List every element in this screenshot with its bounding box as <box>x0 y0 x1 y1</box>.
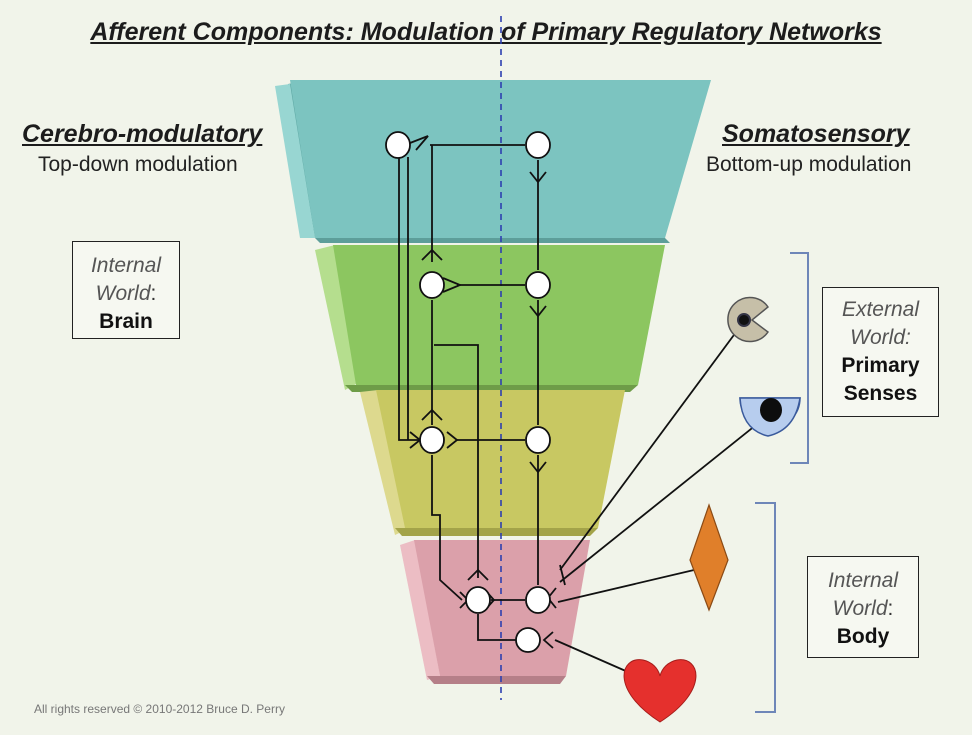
synapse-r2 <box>529 305 547 318</box>
copyright-notice: All rights reserved © 2010-2012 Bruce D.… <box>34 702 285 716</box>
body-bracket <box>755 502 776 713</box>
top-down-subheading: Top-down modulation <box>38 153 238 176</box>
body-box-line3: Body <box>836 625 890 648</box>
trunk-mid <box>434 344 479 578</box>
synapse-t2-right <box>442 277 463 293</box>
brain-box-line1: Internal <box>90 254 162 277</box>
brain-box-line2: World <box>95 282 151 305</box>
senses-bracket <box>790 252 809 464</box>
neuron-t5 <box>515 627 541 653</box>
heart-icon <box>623 659 697 723</box>
neuron-t4-left <box>465 586 491 614</box>
brain-box-line3: Brain <box>99 310 153 333</box>
synapse-input-tick <box>559 564 566 586</box>
neuron-t2-right <box>525 271 551 299</box>
tier-diencephalon-lightedge <box>360 390 410 535</box>
synapse-t4-top <box>467 568 489 581</box>
neuron-t1-left <box>385 131 411 159</box>
tier-limbic-face <box>333 245 665 385</box>
trunk-left-5 <box>431 455 463 601</box>
diagram-title: Afferent Components: Modulation of Prima… <box>90 18 882 46</box>
tier-limbic <box>315 245 665 392</box>
tier-diencephalon-bottom <box>395 528 598 536</box>
somatosensory-heading: Somatosensory <box>722 120 910 148</box>
senses-box-line4: Senses <box>843 382 918 405</box>
tier-brainstem <box>400 540 590 684</box>
neuron-t2-left <box>419 271 445 299</box>
tier-limbic-lightedge <box>315 245 358 390</box>
neuron-nodes <box>385 131 551 653</box>
synapse-t3-top <box>421 408 443 421</box>
trunk-left-outer <box>398 157 420 441</box>
ear-icon <box>727 296 770 343</box>
senses-box-line1: External <box>841 298 920 321</box>
link-t5 <box>477 614 516 641</box>
body-input-line <box>557 569 695 603</box>
tier-brainstem-lightedge <box>400 540 440 680</box>
eye-icon <box>739 397 801 437</box>
neural-connections <box>398 135 767 673</box>
body-box-line1: Internal <box>827 569 899 592</box>
body-organ-diamond-icon <box>689 503 729 612</box>
synapse-r3 <box>529 461 547 474</box>
synapse-t3-right <box>446 431 459 449</box>
bottom-up-subheading: Bottom-up modulation <box>706 153 912 176</box>
heart-input-line <box>554 639 629 673</box>
cerebro-modulatory-heading: Cerebro-modulatory <box>22 120 263 148</box>
tier-cortex-lightedge <box>275 84 315 238</box>
internal-world-brain-box: Internal World: Brain <box>72 241 180 339</box>
neuron-t3-left <box>419 426 445 454</box>
internal-world-body-box: Internal World: Body <box>807 556 919 658</box>
neuron-t1-right <box>525 131 551 159</box>
synapse-t1-left <box>409 135 429 151</box>
body-box-line2: World <box>832 597 888 620</box>
external-world-senses-box: External World: Primary Senses <box>822 287 939 417</box>
ear-input-line <box>559 319 746 571</box>
neuron-t4-right <box>525 586 551 614</box>
brain-box-colon: : <box>150 282 157 305</box>
tier-cortex <box>275 80 711 243</box>
neuron-t3-right <box>525 426 551 454</box>
senses-box-line3: Primary <box>841 354 920 377</box>
tier-cortex-bottom <box>315 238 670 243</box>
eye-input-line <box>559 416 767 583</box>
body-box-colon: : <box>887 597 894 620</box>
synapse-t2-top <box>421 248 443 261</box>
synapse-input-t5 <box>542 631 554 649</box>
synapse-r1 <box>529 171 547 184</box>
tier-brainstem-bottom <box>427 676 566 684</box>
senses-box-line2: World: <box>850 326 911 349</box>
